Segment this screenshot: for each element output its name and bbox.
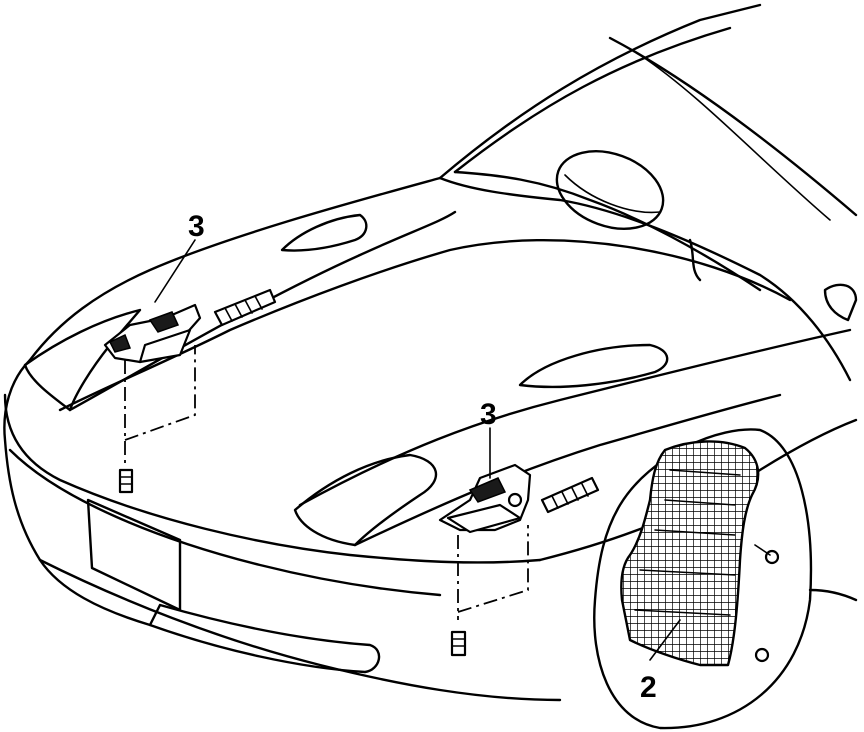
front-fascia-top [3, 393, 542, 564]
headlight-right [293, 453, 438, 547]
latch-right-bolt [450, 630, 467, 657]
callout-2: 2 [640, 671, 657, 704]
fender-rear [808, 588, 858, 602]
hood-vent-left [280, 213, 368, 252]
liner-clip-upper-leader [754, 544, 771, 556]
hood-latch-left [103, 239, 277, 494]
latch-right-bolt-thread [451, 638, 466, 647]
windshield-upper [453, 26, 732, 174]
latch-left-plate [138, 328, 192, 364]
roof-line [438, 3, 762, 180]
side-mirror [823, 283, 858, 322]
front-fascia-left [3, 358, 152, 627]
hood-center-crease [58, 238, 792, 412]
headlight-left [23, 308, 142, 412]
latch-right-align-2 [457, 525, 529, 613]
callout-3-left: 3 [188, 210, 205, 243]
liner-ribs [634, 469, 741, 616]
hood-front-edge [68, 210, 457, 412]
a-pillar [608, 36, 858, 217]
windshield-lower-edge [639, 54, 831, 221]
callout-3-right: 3 [480, 398, 497, 431]
latch-left-hook [108, 333, 131, 353]
spring-coils-right [551, 483, 589, 509]
latch-left-catch [148, 311, 180, 333]
latch-left-spring [213, 288, 277, 327]
license-plate [86, 498, 182, 612]
steering-wheel [555, 150, 665, 230]
latch-right-catch [468, 477, 507, 503]
fender-liner [620, 440, 760, 667]
latch-left-bolt-thread [119, 476, 133, 485]
hood-vent-right [518, 343, 669, 389]
bumper-lower [38, 558, 562, 702]
latch-right-spring [540, 476, 600, 514]
latch-left-bolt [118, 468, 134, 494]
hood-latch-right [438, 427, 600, 657]
fender-liner-part [620, 440, 780, 667]
latch-right-pivot [507, 492, 523, 508]
spring-coils-left [224, 295, 263, 322]
wheel-arch-detail [593, 428, 813, 730]
liner-clip-lower [754, 647, 770, 663]
cowl-top [453, 170, 762, 292]
callout-leader-2 [649, 619, 681, 661]
latch-right-plate [446, 503, 522, 534]
cowl-line [438, 176, 852, 382]
callout-leader-3-left [154, 239, 196, 303]
car-body [3, 3, 858, 702]
dash-line [564, 174, 661, 214]
latch-left-align-2 [124, 345, 196, 441]
hood-left-edge [28, 176, 442, 362]
hood-right-front [353, 393, 782, 547]
lower-intake [148, 603, 381, 674]
bumper-crease [8, 448, 442, 597]
wheel-arch-circle [593, 428, 813, 730]
